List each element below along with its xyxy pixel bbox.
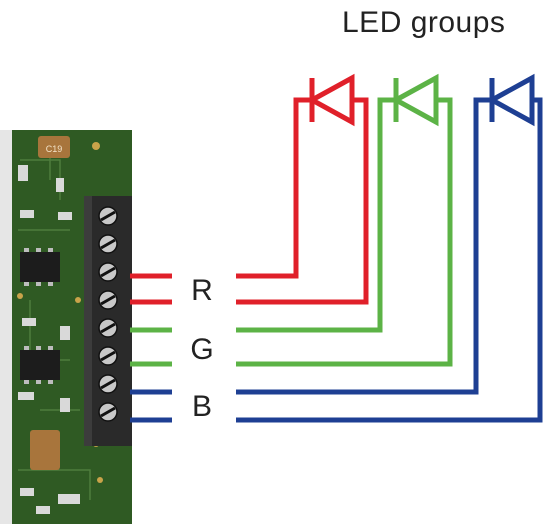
terminal-block-edge	[84, 196, 92, 446]
channel-label-r: R	[191, 274, 213, 307]
capacitor-c19	[38, 136, 70, 158]
screw-slot	[100, 406, 116, 418]
led-symbol	[486, 73, 535, 127]
wire-anode	[236, 97, 492, 395]
smd-components	[18, 165, 80, 514]
wires	[130, 97, 543, 423]
led-triangle	[390, 73, 439, 127]
screw-slot	[100, 210, 116, 222]
led-symbol	[306, 73, 355, 127]
screw-slot	[100, 322, 116, 334]
screw-slot	[100, 294, 116, 306]
led-symbol	[390, 73, 439, 127]
diagram-title: LED groups	[342, 6, 506, 39]
terminal-screws	[98, 206, 118, 422]
ic-chip-2	[20, 350, 60, 380]
ic-pins	[24, 248, 53, 384]
ic-chip-1	[20, 252, 60, 282]
pcb-edge	[0, 130, 12, 524]
wire-cathode	[236, 97, 369, 305]
wire-anode	[236, 97, 396, 333]
screw-slot	[100, 350, 116, 362]
screw-slot	[100, 266, 116, 278]
screw-slot	[100, 378, 116, 390]
screw-slot	[100, 238, 116, 250]
wire-anode	[236, 97, 312, 279]
wire-cathode	[236, 97, 453, 367]
led-groups	[306, 73, 535, 127]
channel-label-b: B	[191, 390, 212, 423]
capacitor-lower	[30, 430, 60, 470]
wire-cathode	[236, 97, 543, 423]
capacitor-label: C19	[46, 144, 63, 154]
led-triangle	[306, 73, 355, 127]
led-triangle	[486, 73, 535, 127]
channel-label-g: G	[190, 333, 214, 366]
controller-board: C19	[0, 130, 132, 524]
